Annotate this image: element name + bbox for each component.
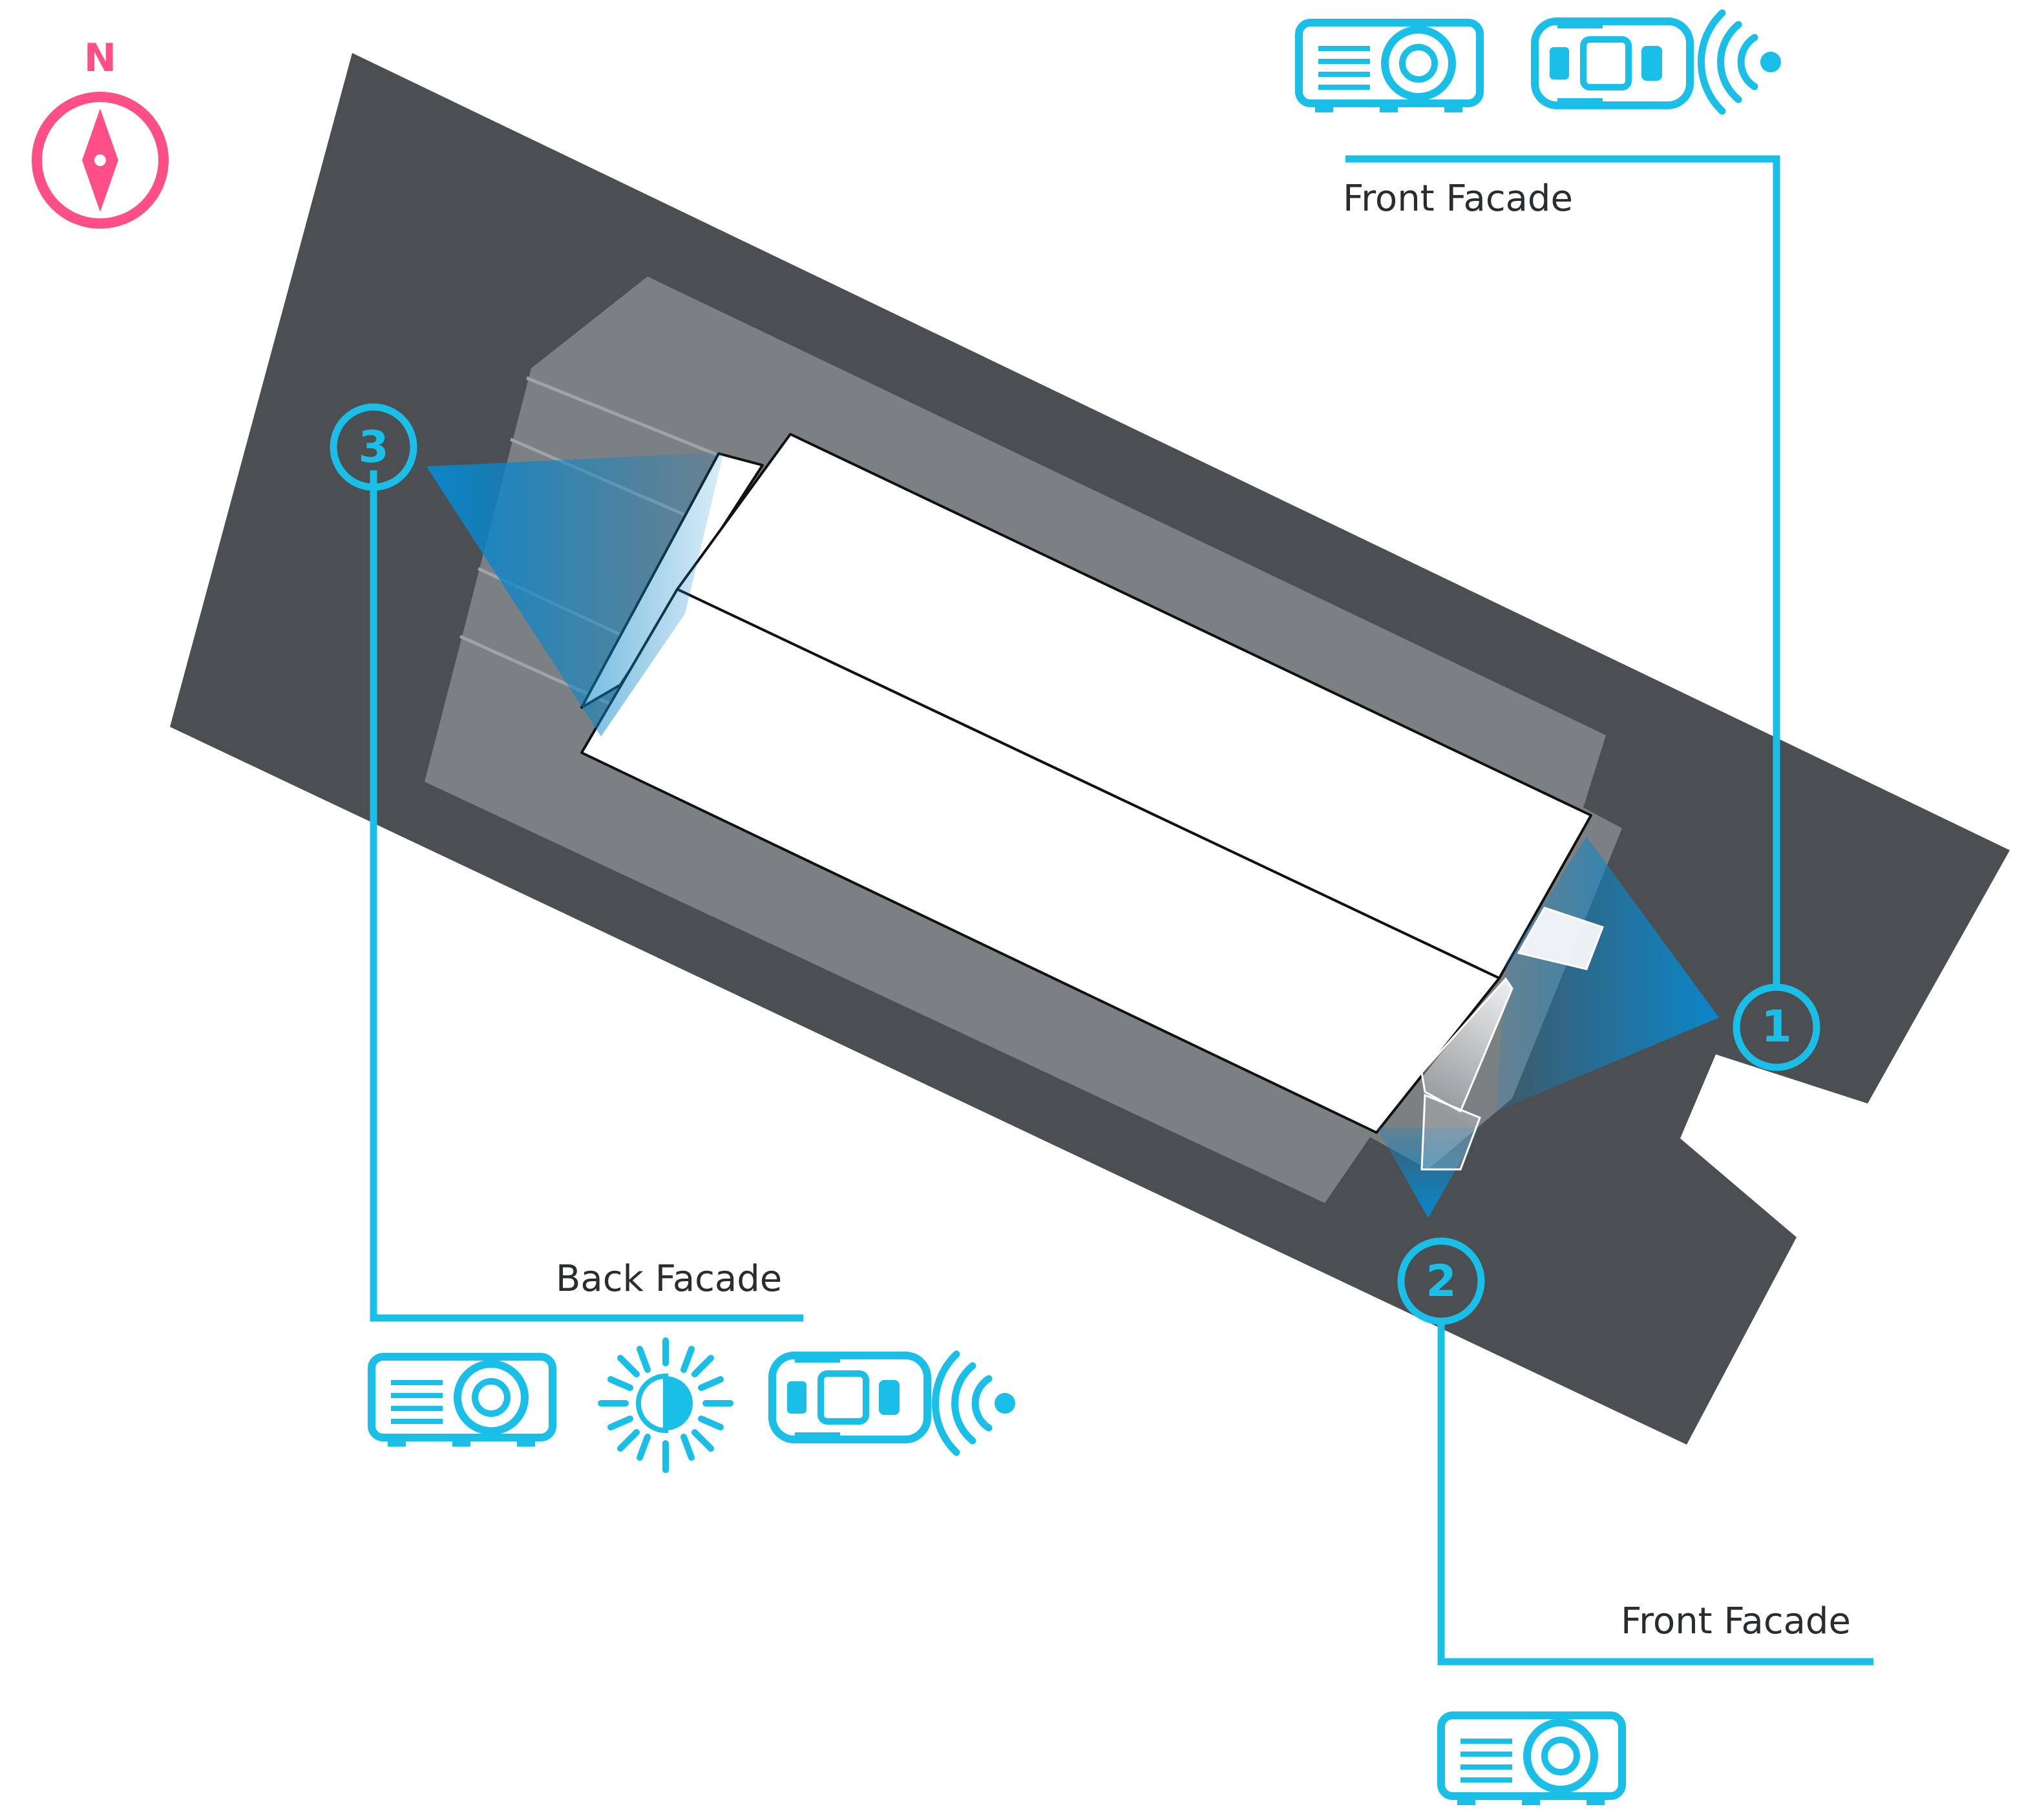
compass-icon: N (32, 36, 169, 229)
sun-icon (598, 1337, 733, 1473)
wireless-signal-icon (1697, 9, 1781, 115)
projector-icon (368, 1353, 556, 1447)
leader-lines (370, 155, 1873, 1666)
marker-3-number: 3 (358, 422, 388, 473)
viewpoint-2-label: Front Facade (1621, 1600, 1851, 1642)
marker-2-number: 2 (1426, 1256, 1456, 1307)
view-cone-1 (1496, 837, 1719, 1111)
car-icon (1531, 17, 1694, 109)
wireless-signal-icon (931, 1350, 1015, 1456)
marker-3[interactable]: 3 (330, 403, 417, 491)
compass-north-label: N (84, 36, 116, 81)
marker-1[interactable]: 1 (1733, 983, 1820, 1071)
viewpoint-3-label: Back Facade (556, 1258, 783, 1300)
projector-icon (1295, 19, 1484, 112)
marker-2[interactable]: 2 (1397, 1237, 1485, 1325)
projector-icon (1437, 1711, 1626, 1805)
marker-1-number: 1 (1761, 1001, 1791, 1052)
view-cone-3 (427, 452, 724, 737)
viewpoint-1-label: Front Facade (1343, 178, 1573, 220)
car-icon (768, 1352, 931, 1443)
glass-wedges (1420, 906, 1604, 1171)
